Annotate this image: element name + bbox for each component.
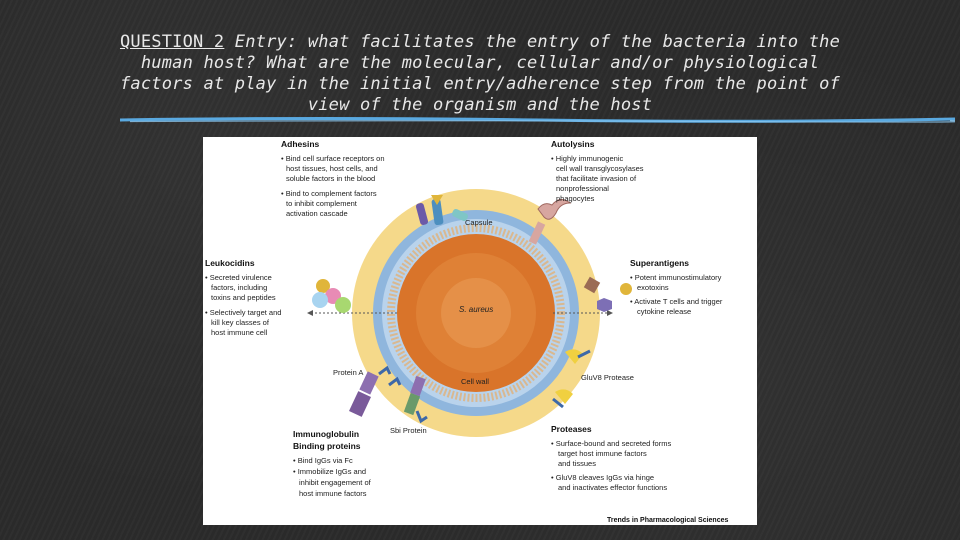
superantigens-block: Superantigens • Potent immunostimulatory… xyxy=(630,258,723,316)
staph-virulence-figure: Adhesins • Bind cell surface receptors o… xyxy=(203,137,757,525)
svg-text:kill key classes of: kill key classes of xyxy=(211,318,270,327)
autolysins-block: Autolysins • Highly immunogenic cell wal… xyxy=(551,139,644,203)
title-line-2: human host? What are the molecular, cell… xyxy=(140,53,820,73)
gluv8-label: GluV8 Protease xyxy=(581,373,634,382)
adhesins-block: Adhesins • Bind cell surface receptors o… xyxy=(281,139,385,218)
svg-text:toxins and peptides: toxins and peptides xyxy=(211,293,276,302)
title-underline xyxy=(120,117,955,123)
svg-text:host immune factors: host immune factors xyxy=(299,489,367,498)
title-line-3: factors at play in the initial entry/adh… xyxy=(119,74,840,94)
svg-text:and inactivates effector funct: and inactivates effector functions xyxy=(558,483,667,492)
adhesin-icon xyxy=(415,195,468,226)
svg-text:• GluV8 cleaves IgGs via hinge: • GluV8 cleaves IgGs via hinge xyxy=(551,473,654,482)
svg-text:host tissues, host cells, and: host tissues, host cells, and xyxy=(286,164,378,173)
svg-text:• Bind cell surface receptors: • Bind cell surface receptors on xyxy=(281,154,385,163)
title-line-4: view of the organism and the host xyxy=(307,95,653,115)
svg-text:host immune cell: host immune cell xyxy=(211,328,268,337)
svg-text:to inhibit complement: to inhibit complement xyxy=(286,199,358,208)
capsule-label: Capsule xyxy=(465,218,493,227)
svg-text:cytokine release: cytokine release xyxy=(637,307,691,316)
svg-text:Autolysins: Autolysins xyxy=(551,139,595,149)
svg-text:cell wall transglycosylases: cell wall transglycosylases xyxy=(556,164,644,173)
autolysin-icon xyxy=(528,199,572,245)
sbi-protein-label: Sbi Protein xyxy=(390,426,427,435)
immunoglobulin-block: Immunoglobulin Binding proteins • Bind I… xyxy=(293,429,372,498)
svg-text:activation cascade: activation cascade xyxy=(286,209,348,218)
protein-a-label: Protein A xyxy=(333,368,363,377)
svg-text:soluble factors in the blood: soluble factors in the blood xyxy=(286,174,375,183)
svg-text:• Secreted virulence: • Secreted virulence xyxy=(205,273,272,282)
svg-text:and tissues: and tissues xyxy=(558,459,596,468)
svg-text:target host immune factors: target host immune factors xyxy=(558,449,647,458)
svg-text:Adhesins: Adhesins xyxy=(281,139,320,149)
svg-text:• Bind IgGs via Fc: • Bind IgGs via Fc xyxy=(293,456,353,465)
svg-text:exotoxins: exotoxins xyxy=(637,283,669,292)
proteases-block: Proteases • Surface-bound and secreted f… xyxy=(551,424,671,492)
svg-text:Proteases: Proteases xyxy=(551,424,592,434)
svg-text:• Bind to complement factors: • Bind to complement factors xyxy=(281,189,377,198)
svg-text:Leukocidins: Leukocidins xyxy=(205,258,255,268)
protein-a-icon xyxy=(349,365,402,417)
svg-text:• Immobilize IgGs and: • Immobilize IgGs and xyxy=(293,467,366,476)
slide-title: QUESTION 2 Entry: what facilitates the e… xyxy=(90,32,870,116)
svg-text:• Surface-bound and secreted f: • Surface-bound and secreted forms xyxy=(551,439,671,448)
leukocidins-block: Leukocidins • Secreted virulence factors… xyxy=(205,258,281,337)
figure-canvas: Adhesins • Bind cell surface receptors o… xyxy=(205,139,728,524)
leukocidin-icon xyxy=(312,279,351,313)
svg-text:• Selectively target and: • Selectively target and xyxy=(205,308,281,317)
svg-text:inhibit engagement of: inhibit engagement of xyxy=(299,478,372,487)
svg-text:that facilitate invasion of: that facilitate invasion of xyxy=(556,174,637,183)
sbi-protein-icon xyxy=(403,375,428,424)
svg-text:• Activate T cells and trigger: • Activate T cells and trigger xyxy=(630,297,723,306)
svg-text:Immunoglobulin: Immunoglobulin xyxy=(293,429,359,439)
question-label: QUESTION 2 xyxy=(119,32,225,52)
svg-text:Binding proteins: Binding proteins xyxy=(293,441,361,451)
protease-icon xyxy=(552,349,591,409)
svg-text:nonprofessional: nonprofessional xyxy=(556,184,609,193)
superantigen-icon xyxy=(583,276,632,312)
svg-text:Superantigens: Superantigens xyxy=(630,258,689,268)
svg-text:• Potent immunostimulatory: • Potent immunostimulatory xyxy=(630,273,722,282)
title-line-1: QUESTION 2 Entry: what facilitates the e… xyxy=(119,32,841,52)
svg-text:phagocytes: phagocytes xyxy=(556,194,595,203)
cell-wall-label: Cell wall xyxy=(461,377,489,386)
svg-text:factors, including: factors, including xyxy=(211,283,267,292)
svg-text:• Highly immunogenic: • Highly immunogenic xyxy=(551,154,623,163)
figure-credit: Trends in Pharmacological Sciences xyxy=(607,517,728,524)
organism-label: S. aureus xyxy=(459,305,493,314)
